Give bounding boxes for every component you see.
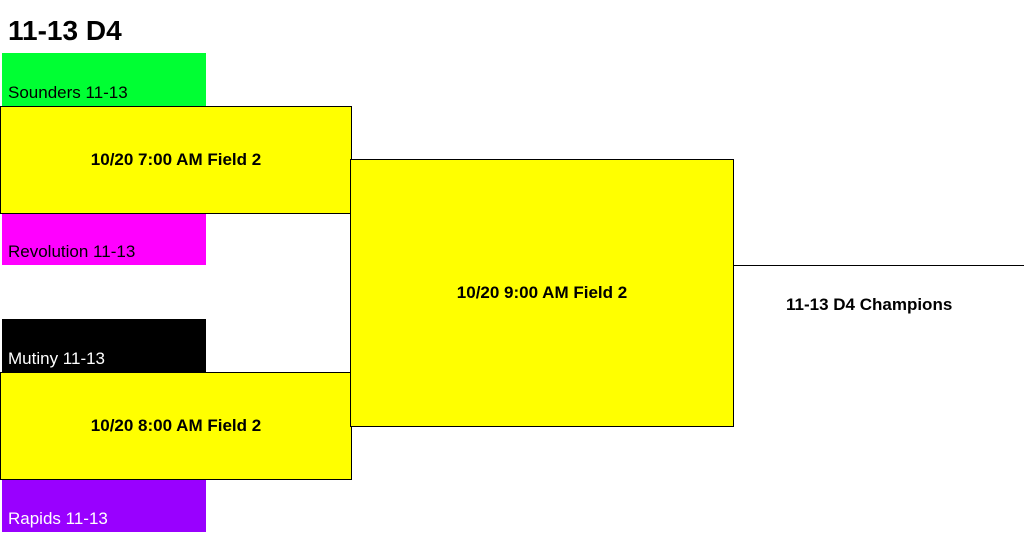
game-box-round1-top: 10/20 7:00 AM Field 2 bbox=[0, 106, 352, 214]
champion-line bbox=[733, 265, 1024, 266]
game-box-final: 10/20 9:00 AM Field 2 bbox=[350, 159, 734, 427]
team-name: Rapids 11-13 bbox=[8, 509, 108, 528]
game-label: 10/20 7:00 AM Field 2 bbox=[90, 150, 262, 169]
team-slot-rapids: Rapids 11-13 bbox=[2, 479, 206, 532]
game-label: 10/20 8:00 AM Field 2 bbox=[90, 416, 262, 435]
game-box-round1-bottom: 10/20 8:00 AM Field 2 bbox=[0, 372, 352, 480]
team-slot-sounders: Sounders 11-13 bbox=[2, 53, 206, 106]
team-name: Mutiny 11-13 bbox=[8, 349, 106, 368]
team-name: Revolution 11-13 bbox=[8, 242, 136, 261]
team-name: Sounders 11-13 bbox=[8, 83, 128, 102]
champion-label: 11-13 D4 Champions bbox=[786, 295, 953, 314]
game-label: 10/20 9:00 AM Field 2 bbox=[456, 283, 628, 302]
bracket-title: 11-13 D4 bbox=[8, 15, 122, 46]
team-slot-mutiny: Mutiny 11-13 bbox=[2, 319, 206, 372]
team-slot-revolution: Revolution 11-13 bbox=[2, 213, 206, 265]
